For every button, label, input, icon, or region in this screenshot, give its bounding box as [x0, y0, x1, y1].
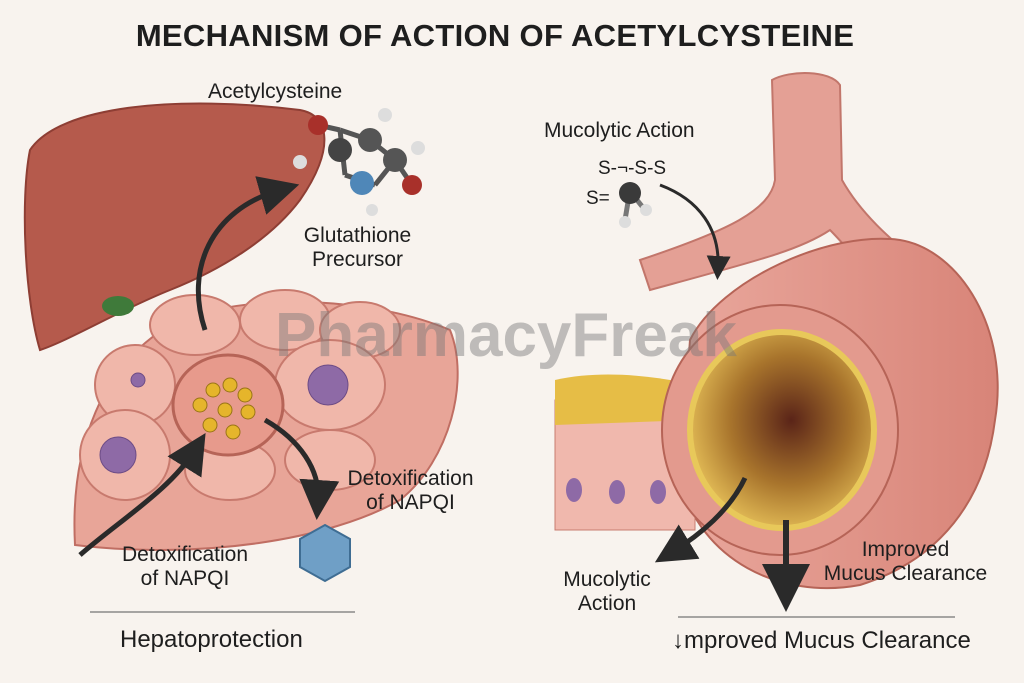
arrow-detox-in — [78, 433, 206, 557]
thiol-label: S= — [586, 188, 610, 209]
arrow-to-precursor — [195, 176, 300, 331]
mucolytic-action-label: Mucolytic Action — [544, 119, 695, 142]
nuclei — [99, 364, 349, 474]
detox-label-left: Detoxification of NAPQI — [105, 543, 265, 591]
mucus-clearance-summary: ↓mproved Mucus Clearance — [672, 627, 971, 654]
hepatoprotection-summary: Hepatoprotection — [120, 626, 303, 653]
napqi-hexagon — [299, 523, 351, 583]
acetylcysteine-label: Acetylcysteine — [208, 80, 343, 103]
atoms — [293, 108, 425, 216]
mucus-lumen — [687, 329, 877, 531]
mucus-layer — [555, 374, 695, 425]
watermark: PharmacyFreak — [275, 301, 737, 370]
clearance-line-1: Improved — [861, 538, 950, 561]
mucolytic-arrow-label: Mucolytic Action — [552, 568, 662, 616]
liver — [23, 102, 326, 352]
clearance-arrow-label: Improved Mucus Clearance — [803, 538, 1008, 586]
precursor-line-2: Precursor — [311, 248, 404, 272]
mucolytic-line-1: Mucolytic — [563, 568, 651, 591]
gallbladder — [102, 296, 134, 316]
glutathione-precursor-label: Glutathione Precursor — [290, 224, 425, 272]
arrow-to-airway — [659, 183, 731, 280]
mucolytic-line-2: Action — [577, 592, 637, 616]
detox-right-line-1: Detoxification — [347, 467, 474, 490]
precursor-line-1: Glutathione — [303, 224, 412, 247]
detox-left-line-1: Detoxification — [121, 543, 249, 566]
arrow-mucolytic — [654, 476, 748, 563]
clearance-line-2: Mucus Clearance — [823, 562, 988, 586]
detox-right-line-2: of NAPQI — [366, 491, 455, 515]
page-title: MECHANISM OF ACTION OF ACETYLCYSTEINE — [135, 18, 855, 53]
arrow-detox-out — [263, 417, 340, 520]
disulfide-bond-label: S-¬-S-S — [598, 158, 667, 179]
detox-label-right: Detoxification of NAPQI — [333, 467, 488, 515]
epithelial-nuclei — [566, 478, 666, 504]
glutathione-granules — [192, 377, 256, 440]
detox-left-line-2: of NAPQI — [140, 567, 230, 591]
thiol-molecule — [619, 182, 652, 228]
